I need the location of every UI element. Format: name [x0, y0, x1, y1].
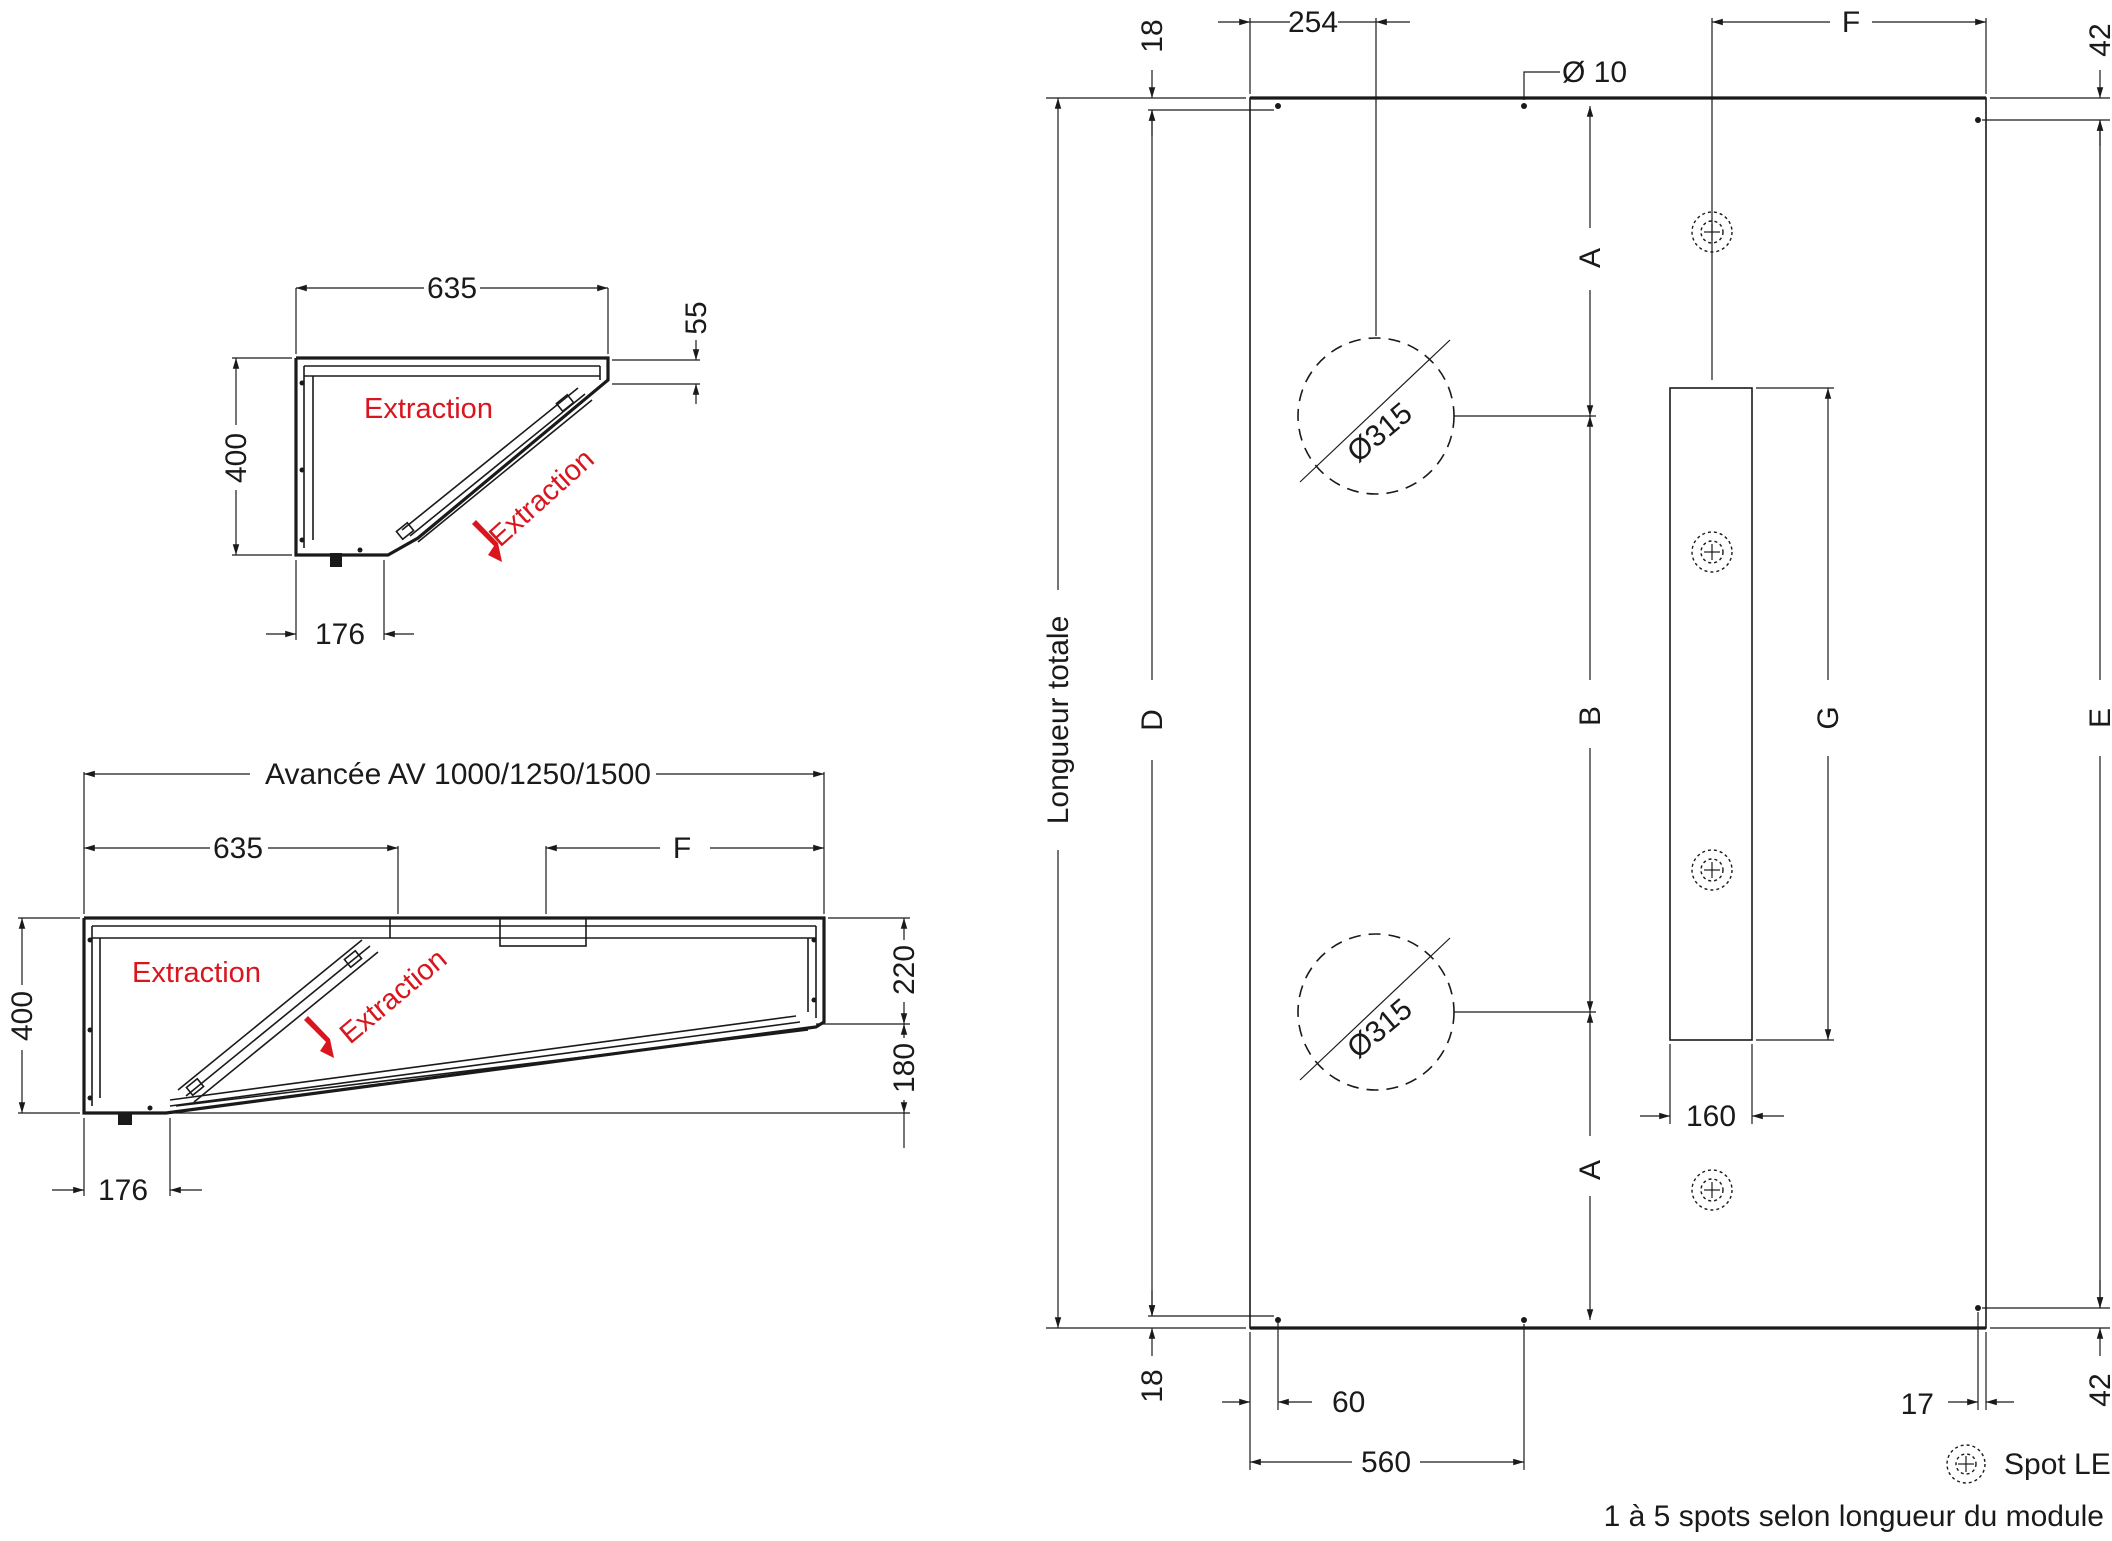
extraction-label-1: Extraction	[364, 393, 493, 425]
dim-400: 400	[220, 433, 253, 483]
extraction-label-3: Extraction	[132, 957, 261, 989]
label-e: E	[2084, 708, 2112, 728]
legend-spot-label: Spot LED	[2004, 1448, 2112, 1481]
spot-led-icon	[1691, 1169, 1733, 1211]
dim-176: 176	[315, 618, 365, 651]
airflow-arrow-2	[304, 1016, 334, 1058]
side-section-view: Extraction Extraction Avancée AV 1000/12…	[6, 758, 921, 1207]
extraction-label-4: Extraction	[334, 943, 453, 1050]
dim-55: 55	[680, 301, 713, 334]
label-g: G	[1812, 706, 1845, 729]
dim-176-side: 176	[98, 1174, 148, 1207]
legend: Spot LED 1 à 5 spots selon longueur du m…	[1604, 1444, 2112, 1533]
dim-17: 17	[1901, 1388, 1934, 1421]
extraction-label-2: Extraction	[483, 443, 600, 553]
dim-hole: Ø 10	[1562, 56, 1627, 89]
dim-254: 254	[1288, 6, 1338, 39]
airflow-arrow	[472, 520, 502, 562]
label-longueur-totale: Longueur totale	[1042, 616, 1075, 825]
dim-180: 180	[888, 1043, 921, 1093]
top-section-view: Extraction Extraction 635 400 55 176	[220, 272, 713, 651]
dim-f-plan: F	[1842, 6, 1860, 39]
dim-18-bottom: 18	[1136, 1369, 1169, 1402]
spot-led-legend-icon	[1946, 1444, 1986, 1484]
dim-220: 220	[888, 945, 921, 995]
dim-635-side: 635	[213, 832, 263, 865]
spot-led-icon	[1691, 531, 1733, 573]
dim-60: 60	[1332, 1386, 1365, 1419]
dim-duct-1: Ø315	[1341, 396, 1418, 468]
label-b: B	[1574, 706, 1607, 726]
dim-635: 635	[427, 272, 477, 305]
dim-duct-2: Ø315	[1341, 992, 1418, 1064]
label-d: D	[1136, 709, 1169, 731]
dim-400-side: 400	[6, 991, 39, 1041]
dim-avancee: Avancée AV 1000/1250/1500	[265, 758, 651, 791]
dim-18-top: 18	[1136, 19, 1169, 52]
dim-f-side: F	[673, 832, 691, 865]
hood-outline	[1249, 97, 1987, 1329]
label-a-top: A	[1574, 248, 1607, 268]
dim-42-bottom: 42	[2084, 1373, 2112, 1406]
light-bar	[1669, 387, 1753, 1041]
dim-560: 560	[1361, 1446, 1411, 1479]
dim-42-top: 42	[2084, 23, 2112, 56]
legend-spot-note: 1 à 5 spots selon longueur du module	[1604, 1500, 2104, 1533]
spot-led-icon	[1691, 849, 1733, 891]
dim-160: 160	[1686, 1100, 1736, 1133]
label-a-bottom: A	[1574, 1160, 1607, 1180]
plan-view: Ø315 Ø315 254	[1042, 6, 2112, 1479]
